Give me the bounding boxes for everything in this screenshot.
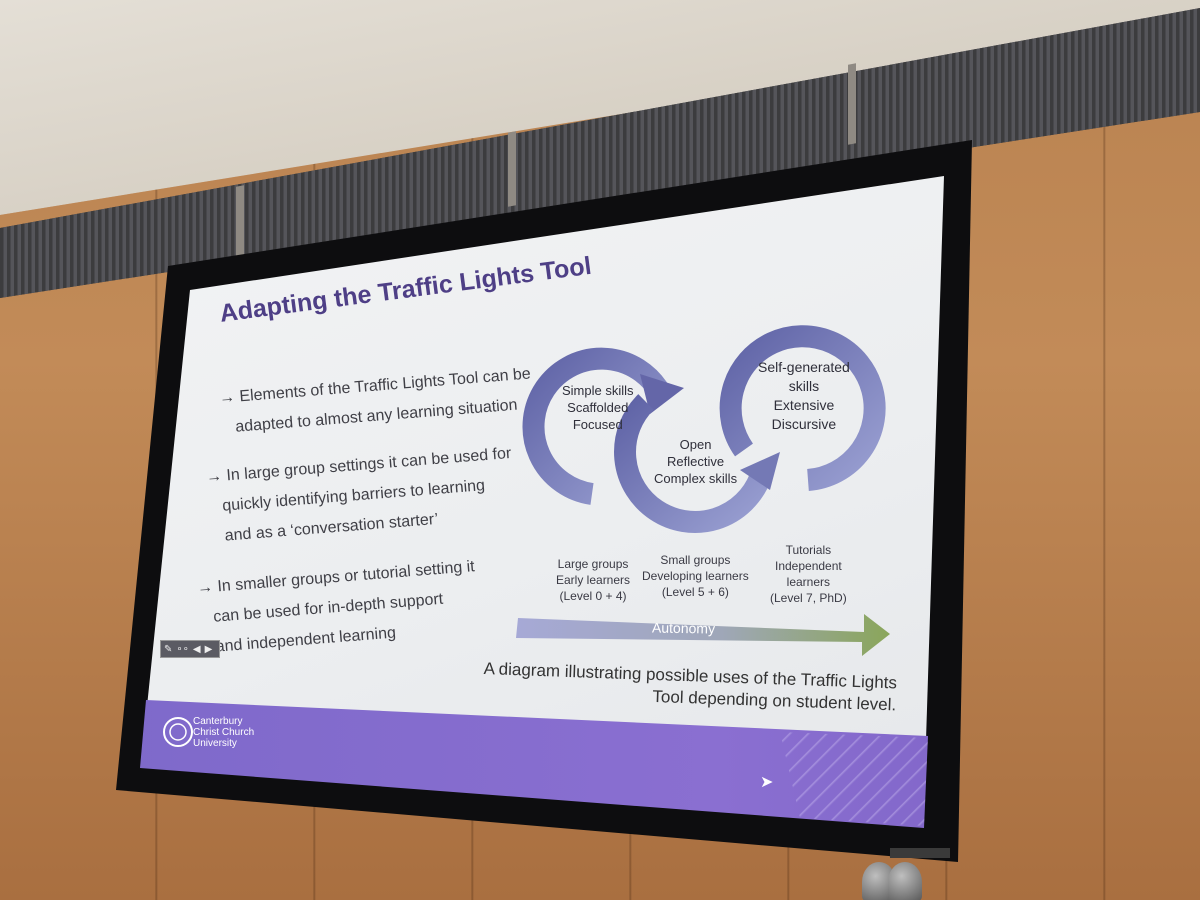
level1-line1: Large groups [557, 557, 629, 571]
autonomy-arrow [516, 614, 890, 656]
level3-line4: (Level 7, PhD) [770, 591, 847, 605]
level2-line3: (Level 5 + 6) [661, 585, 729, 599]
loop-arc-1 [522, 347, 670, 505]
level2-line1: Small groups [660, 553, 731, 567]
next-icon[interactable]: ▶ [204, 643, 213, 655]
level-large-groups: Large groups Early learners (Level 0 + 4… [556, 556, 630, 604]
loop3-line1: Self-generated [758, 359, 850, 375]
logo-line1: Canterbury [193, 716, 243, 727]
loop2-text: Open Reflective Complex skills [654, 436, 737, 487]
microphone-icon [888, 862, 922, 900]
loop1-line3: Focused [572, 417, 623, 432]
level1-line3: (Level 0 + 4) [559, 589, 627, 603]
level1-line2: Early learners [556, 573, 631, 587]
level-tutorials: Tutorials Independent learners (Level 7,… [770, 542, 847, 606]
loop3-line3: Extensive [773, 397, 835, 413]
logo-line3: University [193, 738, 237, 749]
loop1-line2: Scaffolded [567, 400, 629, 415]
loop-arc-3 [719, 325, 886, 491]
university-logo-icon [163, 717, 193, 747]
loop1-line1: Simple skills [562, 383, 634, 398]
level3-line2: Independent [774, 559, 842, 573]
level2-line2: Developing learners [642, 569, 749, 583]
more-icon[interactable]: ∘∘ [176, 643, 189, 655]
loop2-line3: Complex skills [654, 471, 738, 486]
loop2-line1: Open [679, 437, 712, 452]
logo-line2: Christ Church [193, 727, 255, 738]
loop3-line4: Discursive [771, 416, 837, 432]
level3-line1: Tutorials [785, 543, 832, 557]
autonomy-label: Autonomy [651, 619, 716, 637]
pen-icon[interactable]: ✎ [164, 643, 173, 655]
loop-arc-2 [614, 394, 771, 533]
level3-line3: learners [786, 575, 831, 589]
loop3-line2: skills [788, 378, 820, 394]
slide-nav-icon[interactable]: ✎ ∘∘ ◀ ▶ [160, 640, 220, 658]
loop1-text: Simple skills Scaffolded Focused [562, 382, 634, 433]
loop3-text: Self-generated skills Extensive Discursi… [758, 358, 850, 434]
prev-icon[interactable]: ◀ [192, 643, 201, 655]
loop2-line2: Reflective [667, 454, 725, 469]
level-small-groups: Small groups Developing learners (Level … [642, 552, 749, 600]
loop-arrowhead-1 [640, 374, 684, 414]
university-name: Canterbury Christ Church University [193, 716, 254, 749]
cursor-icon: ➤ [760, 774, 774, 791]
loop-arrowhead-2 [740, 452, 780, 490]
screen-bracket [890, 848, 950, 858]
